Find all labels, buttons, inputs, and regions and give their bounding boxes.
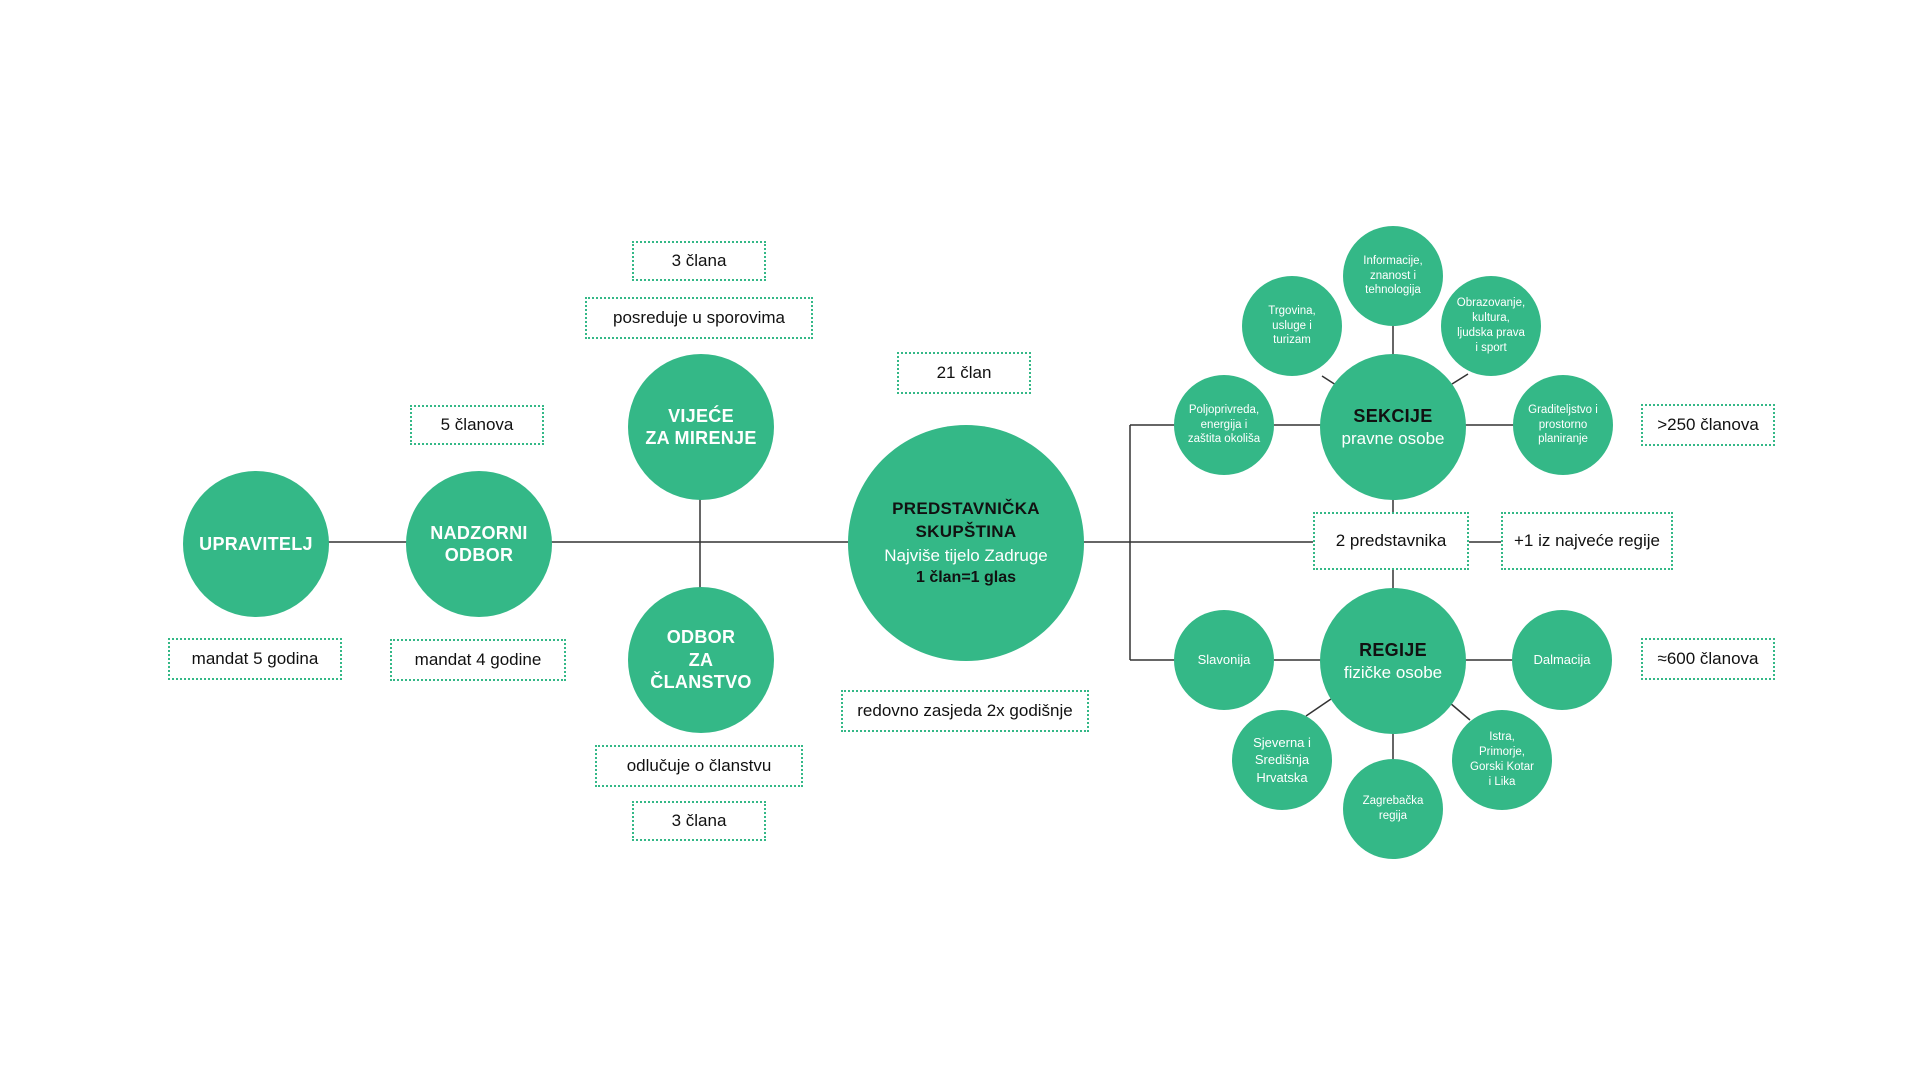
connector-regije-istra (1449, 702, 1471, 721)
regije-title: REGIJE (1359, 640, 1427, 661)
sekcija-obrazovanje[interactable]: Obrazovanje, kultura, ljudska prava i sp… (1441, 276, 1541, 376)
node-upravitelj[interactable]: UPRAVITELJ (183, 471, 329, 617)
node-nadzorni-odbor[interactable]: NADZORNI ODBOR (406, 471, 552, 617)
poljoprivreda-line2: energija i (1200, 418, 1248, 431)
regija-dalmacija[interactable]: Dalmacija (1512, 610, 1612, 710)
odbor-title-line1: ODBOR (666, 627, 736, 648)
sekcija-poljoprivreda[interactable]: Poljoprivreda, energija i zaštita okoliš… (1174, 375, 1274, 475)
graditeljstvo-line3: planiranje (1538, 433, 1588, 446)
connector-regije-sjeverna (1305, 698, 1332, 717)
slavonija-line1: Slavonija (1197, 652, 1251, 668)
poljoprivreda-line3: zaštita okoliša (1187, 433, 1261, 446)
obrazovanje-line3: ljudska prava (1457, 327, 1525, 339)
graditeljstvo-line2: prostorno (1538, 418, 1588, 431)
trgovina-line2: usluge i (1272, 319, 1312, 332)
zagrebacka-line1: Zagrebačka (1362, 795, 1424, 808)
node-sekcije[interactable]: SEKCIJE pravne osobe (1320, 354, 1466, 500)
sjeverna-line3: Hrvatska (1256, 769, 1308, 785)
skupstina-voting-rule: 1 član=1 glas (915, 568, 1017, 586)
dalmacija-line1: Dalmacija (1533, 652, 1591, 668)
graditeljstvo-line1: Graditeljstvo i (1528, 403, 1598, 416)
sekcije-title: SEKCIJE (1353, 406, 1433, 427)
odbor-title-line3: ČLANSTVO (650, 672, 752, 693)
node-predstavnicka-skupstina[interactable]: PREDSTAVNIČKA SKUPŠTINA Najviše tijelo Z… (848, 425, 1084, 661)
obrazovanje-line4: i sport (1475, 341, 1507, 354)
zagrebacka-line2: regija (1378, 810, 1408, 822)
box-odbor-3-clana: 3 člana (632, 801, 766, 841)
sekcija-trgovina[interactable]: Trgovina, usluge i turizam (1242, 276, 1342, 376)
regija-istra[interactable]: Istra, Primorje, Gorski Kotar i Lika (1452, 710, 1552, 810)
regija-zagrebacka[interactable]: Zagrebačka regija (1343, 759, 1443, 859)
obrazovanje-line2: kultura, (1472, 312, 1510, 325)
informacije-line1: Informacije, (1363, 254, 1423, 267)
nadzorni-title-line2: ODBOR (444, 545, 514, 565)
node-vijece-za-mirenje[interactable]: VIJEĆE ZA MIRENJE (628, 354, 774, 500)
box-sekcije-count: >250 članova (1641, 404, 1775, 446)
vijece-title-line1: VIJEĆE (668, 405, 734, 426)
regija-sjeverna-sredisnja[interactable]: Sjeverna i Središnja Hrvatska (1232, 710, 1332, 810)
box-mandat-4-godine: mandat 4 godine (390, 639, 566, 681)
box-odlucuje-o-clanstvu: odlučuje o članstvu (595, 745, 803, 787)
node-odbor-za-clanstvo[interactable]: ODBOR ZA ČLANSTVO (628, 587, 774, 733)
skupstina-title-line2: SKUPŠTINA (915, 522, 1017, 542)
box-redovno-zasjeda: redovno zasjeda 2x godišnje (841, 690, 1089, 732)
box-5-clanova: 5 članova (410, 405, 544, 445)
istra-line4: i Lika (1488, 775, 1516, 788)
box-regije-count: ≈600 članova (1641, 638, 1775, 680)
informacije-line3: tehnologija (1365, 284, 1421, 297)
connector-sekcije-obrazovanje (1451, 373, 1469, 385)
box-2-predstavnika: 2 predstavnika (1313, 512, 1469, 570)
regije-subtitle: fizičke osobe (1343, 662, 1443, 682)
sekcija-informacije[interactable]: Informacije, znanost i tehnologija (1343, 226, 1443, 326)
odbor-title-line2: ZA (688, 649, 714, 670)
istra-line2: Primorje, (1478, 746, 1525, 759)
upravitelj-title: UPRAVITELJ (199, 533, 313, 554)
box-najveca-regija: +1 iz najveće regije (1501, 512, 1673, 570)
trgovina-line1: Trgovina, (1268, 304, 1316, 317)
box-vijece-3-clana: 3 člana (632, 241, 766, 281)
box-21-clan: 21 član (897, 352, 1031, 394)
sjeverna-line2: Središnja (1254, 752, 1310, 768)
regija-slavonija[interactable]: Slavonija (1174, 610, 1274, 710)
node-regije[interactable]: REGIJE fizičke osobe (1320, 588, 1466, 734)
nadzorni-title-line1: NADZORNI (430, 522, 528, 543)
poljoprivreda-line1: Poljoprivreda, (1188, 403, 1260, 416)
istra-line3: Gorski Kotar (1470, 761, 1534, 773)
skupstina-title-line1: PREDSTAVNIČKA (892, 499, 1040, 519)
trgovina-line3: turizam (1273, 334, 1311, 347)
obrazovanje-line1: Obrazovanje, (1456, 297, 1526, 310)
vijece-title-line2: ZA MIRENJE (645, 428, 757, 448)
skupstina-subtitle: Najviše tijelo Zadruge (884, 546, 1048, 566)
informacije-line2: znanost i (1369, 269, 1417, 282)
box-posreduje-u-sporovima: posreduje u sporovima (585, 297, 813, 339)
box-mandat-5-godina: mandat 5 godina (168, 638, 342, 680)
sekcije-subtitle: pravne osobe (1341, 428, 1445, 448)
istra-line1: Istra, (1489, 731, 1515, 744)
sekcija-graditeljstvo[interactable]: Graditeljstvo i prostorno planiranje (1513, 375, 1613, 475)
sjeverna-line1: Sjeverna i (1253, 734, 1311, 750)
